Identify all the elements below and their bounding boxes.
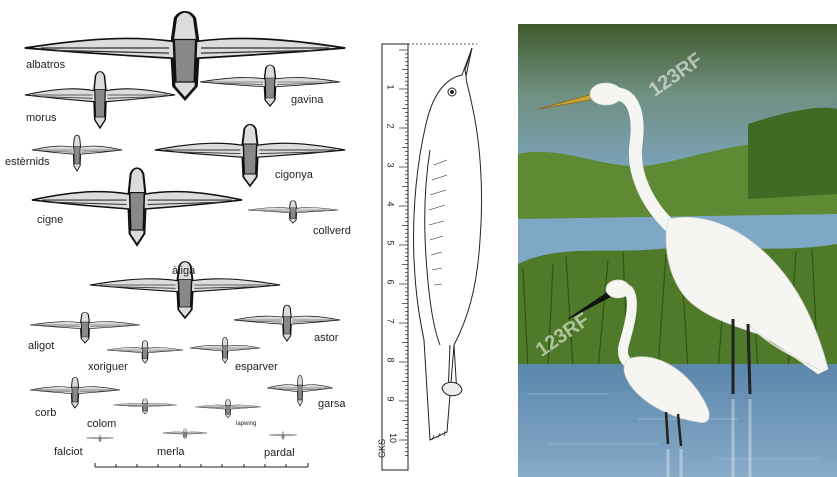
colom-silhouette — [113, 399, 177, 414]
falciot-silhouette — [86, 435, 114, 442]
ruler-number: 1 — [385, 84, 397, 89]
perched-bird — [414, 48, 482, 440]
label-collverd: collverd — [313, 225, 351, 237]
albatros-silhouette — [25, 12, 345, 99]
label-garsa: garsa — [318, 398, 346, 410]
cigonya-silhouette — [155, 125, 345, 187]
scale-bar — [95, 463, 308, 467]
ruler-number: 5 — [385, 240, 397, 245]
measurement-panel: 1 2 3 4 5 6 7 8 9 10 GKS — [372, 0, 508, 477]
photo-scene — [518, 24, 837, 477]
flight-silhouettes-panel: albatros morus gavina estèrnids cigonya … — [0, 0, 372, 477]
label-xoriguer: xoriguer — [88, 361, 128, 373]
label-cigonya: cigonya — [275, 169, 313, 181]
ruler-number: 7 — [385, 318, 397, 323]
label-falciot: falciot — [54, 446, 83, 458]
label-lapwing: lapwing — [236, 418, 256, 430]
label-cigne: cigne — [37, 214, 63, 226]
label-esternids: estèrnids — [5, 156, 50, 168]
label-aligot: aligot — [28, 340, 54, 352]
esparver-silhouette — [190, 337, 260, 363]
label-morus: morus — [26, 112, 57, 124]
label-albatros: albatros — [26, 59, 65, 71]
egret-photo: 123RF 123RF — [518, 24, 837, 477]
silhouette-drawing — [0, 0, 372, 477]
xoriguer-silhouette — [107, 341, 183, 364]
ruler-number: 10 — [387, 433, 399, 443]
collverd-silhouette — [248, 201, 338, 224]
label-aliga: àliga — [172, 265, 195, 277]
ruler-number: 3 — [385, 162, 397, 167]
measurement-drawing — [372, 0, 508, 477]
label-astor: astor — [314, 332, 338, 344]
ruler-number: 4 — [385, 201, 397, 206]
label-gavina: gavina — [291, 94, 323, 106]
ruler-number: 6 — [385, 279, 397, 284]
corb-silhouette — [30, 377, 120, 408]
ruler-footer: GKS — [376, 439, 388, 458]
label-merla: merla — [157, 446, 185, 458]
ruler-number: 9 — [385, 396, 397, 401]
cigne-silhouette — [32, 168, 242, 245]
merla-silhouette — [163, 429, 207, 439]
label-pardal: pardal — [264, 447, 295, 459]
label-corb: corb — [35, 407, 56, 419]
ruler-number: 8 — [385, 357, 397, 362]
aligot-silhouette — [30, 312, 140, 343]
label-colom: colom — [87, 418, 116, 430]
label-esparver: esparver — [235, 361, 278, 373]
lapwing-silhouette — [195, 399, 261, 417]
pardal-silhouette — [269, 432, 297, 440]
ruler-number: 2 — [385, 123, 397, 128]
